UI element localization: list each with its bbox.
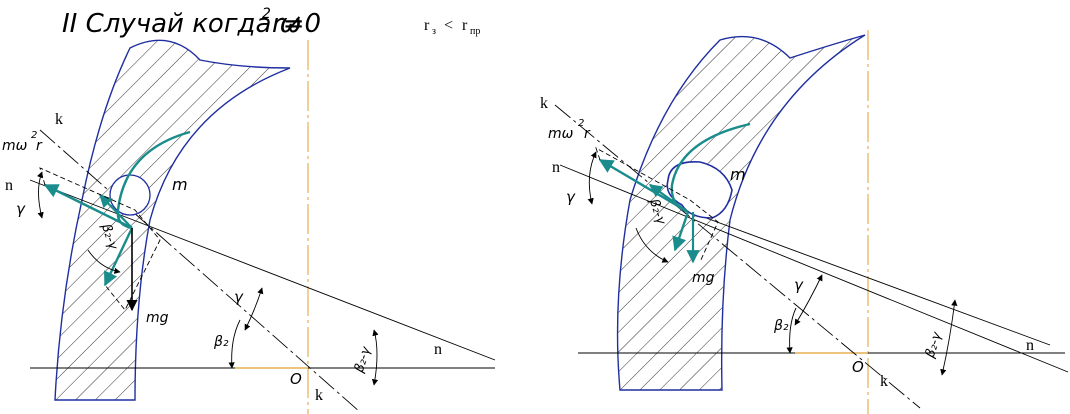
title-suffix: r≠0: [272, 9, 321, 39]
condition-lt: <: [444, 17, 453, 34]
left-arc-right: [371, 329, 379, 386]
left-label-k-bottom: k: [315, 387, 323, 404]
right-arc-right: [940, 299, 958, 376]
right-label-gamma-mid: γ: [794, 276, 804, 294]
left-arc-inner: [87, 249, 121, 274]
left-centrifugal-vector: [43, 183, 133, 230]
condition-r3: r: [424, 17, 430, 34]
left-resultant-vector: [103, 227, 134, 287]
right-label-k-bottom: k: [880, 373, 888, 390]
title-prefix: II Случай когда ω: [62, 9, 301, 39]
right-construction-dashed: [595, 147, 719, 263]
left-label-gamma-left: γ: [16, 200, 26, 218]
left-label-beta2: β₂: [213, 334, 229, 350]
right-label-gamma-left: γ: [566, 188, 576, 206]
right-label-O: O: [852, 358, 864, 376]
right-label-n-right: n: [1026, 337, 1034, 354]
left-diagram: k n mω 2 r γ m β₂-γ mg γ β₂ β₂-γ n O k: [2, 39, 496, 414]
right-resultant-vector: [672, 211, 690, 252]
left-construction-dashed: [39, 167, 161, 311]
right-label-n-left: n: [552, 159, 560, 176]
right-arc-gamma-left: [587, 151, 597, 205]
condition: r з < r пр: [424, 17, 480, 37]
left-label-m: m: [172, 175, 188, 194]
left-arc-beta: [228, 319, 241, 369]
left-k-line: [39, 129, 361, 413]
right-n-line-2: [689, 211, 1051, 346]
right-arc-beta: [786, 307, 797, 354]
right-arc-inner: [635, 227, 669, 263]
left-label-gamma-mid: γ: [234, 288, 244, 306]
left-normal-vector: [99, 194, 133, 229]
right-n-line: [559, 164, 1069, 373]
left-label-mw2r-r: r: [36, 138, 43, 154]
condition-rpr-sub: пр: [470, 26, 480, 37]
right-label-mw2r: mω: [548, 126, 574, 142]
left-label-mw2r-sup: 2: [31, 130, 37, 141]
left-label-mg: mg: [146, 310, 169, 326]
right-label-k-top: k: [540, 95, 548, 112]
left-label-n-right: n: [434, 341, 442, 358]
right-label-mw2r-r: r: [584, 126, 591, 142]
condition-rpr: r: [462, 17, 468, 34]
right-label-beta-minus-gamma-right: β₂-γ: [923, 329, 946, 360]
right-label-mg: mg: [692, 270, 715, 286]
left-label-O: O: [290, 370, 302, 388]
right-label-mw2r-sup: 2: [578, 118, 584, 129]
right-centrifugal-vector: [598, 158, 689, 214]
right-wall: [616, 34, 866, 391]
title-sup: 2: [262, 6, 271, 22]
right-label-beta2: β₂: [773, 318, 789, 334]
left-label-beta-minus-gamma-right: β₂-γ: [352, 344, 375, 375]
left-label-mw2r: mω: [2, 138, 28, 154]
left-n-line: [29, 179, 496, 361]
right-label-m: m: [730, 165, 746, 184]
right-diagram: k n mω 2 r γ m β₂-γ mg γ β₂ β₂-γ n O k: [540, 30, 1069, 414]
title: II Случай когда ω 2 r≠0: [62, 6, 321, 39]
left-label-k-top: k: [55, 111, 63, 128]
left-arc-gamma-left: [37, 171, 44, 219]
left-label-n-left: n: [5, 177, 13, 194]
left-arc-gamma: [244, 287, 264, 331]
right-arc-gamma: [794, 274, 823, 326]
left-wall: [54, 39, 291, 401]
condition-r3-sub: з: [432, 26, 436, 37]
left-ball: [109, 174, 151, 216]
right-normal-vector: [648, 184, 689, 213]
right-cam: [666, 161, 733, 219]
right-k-line: [554, 104, 921, 409]
